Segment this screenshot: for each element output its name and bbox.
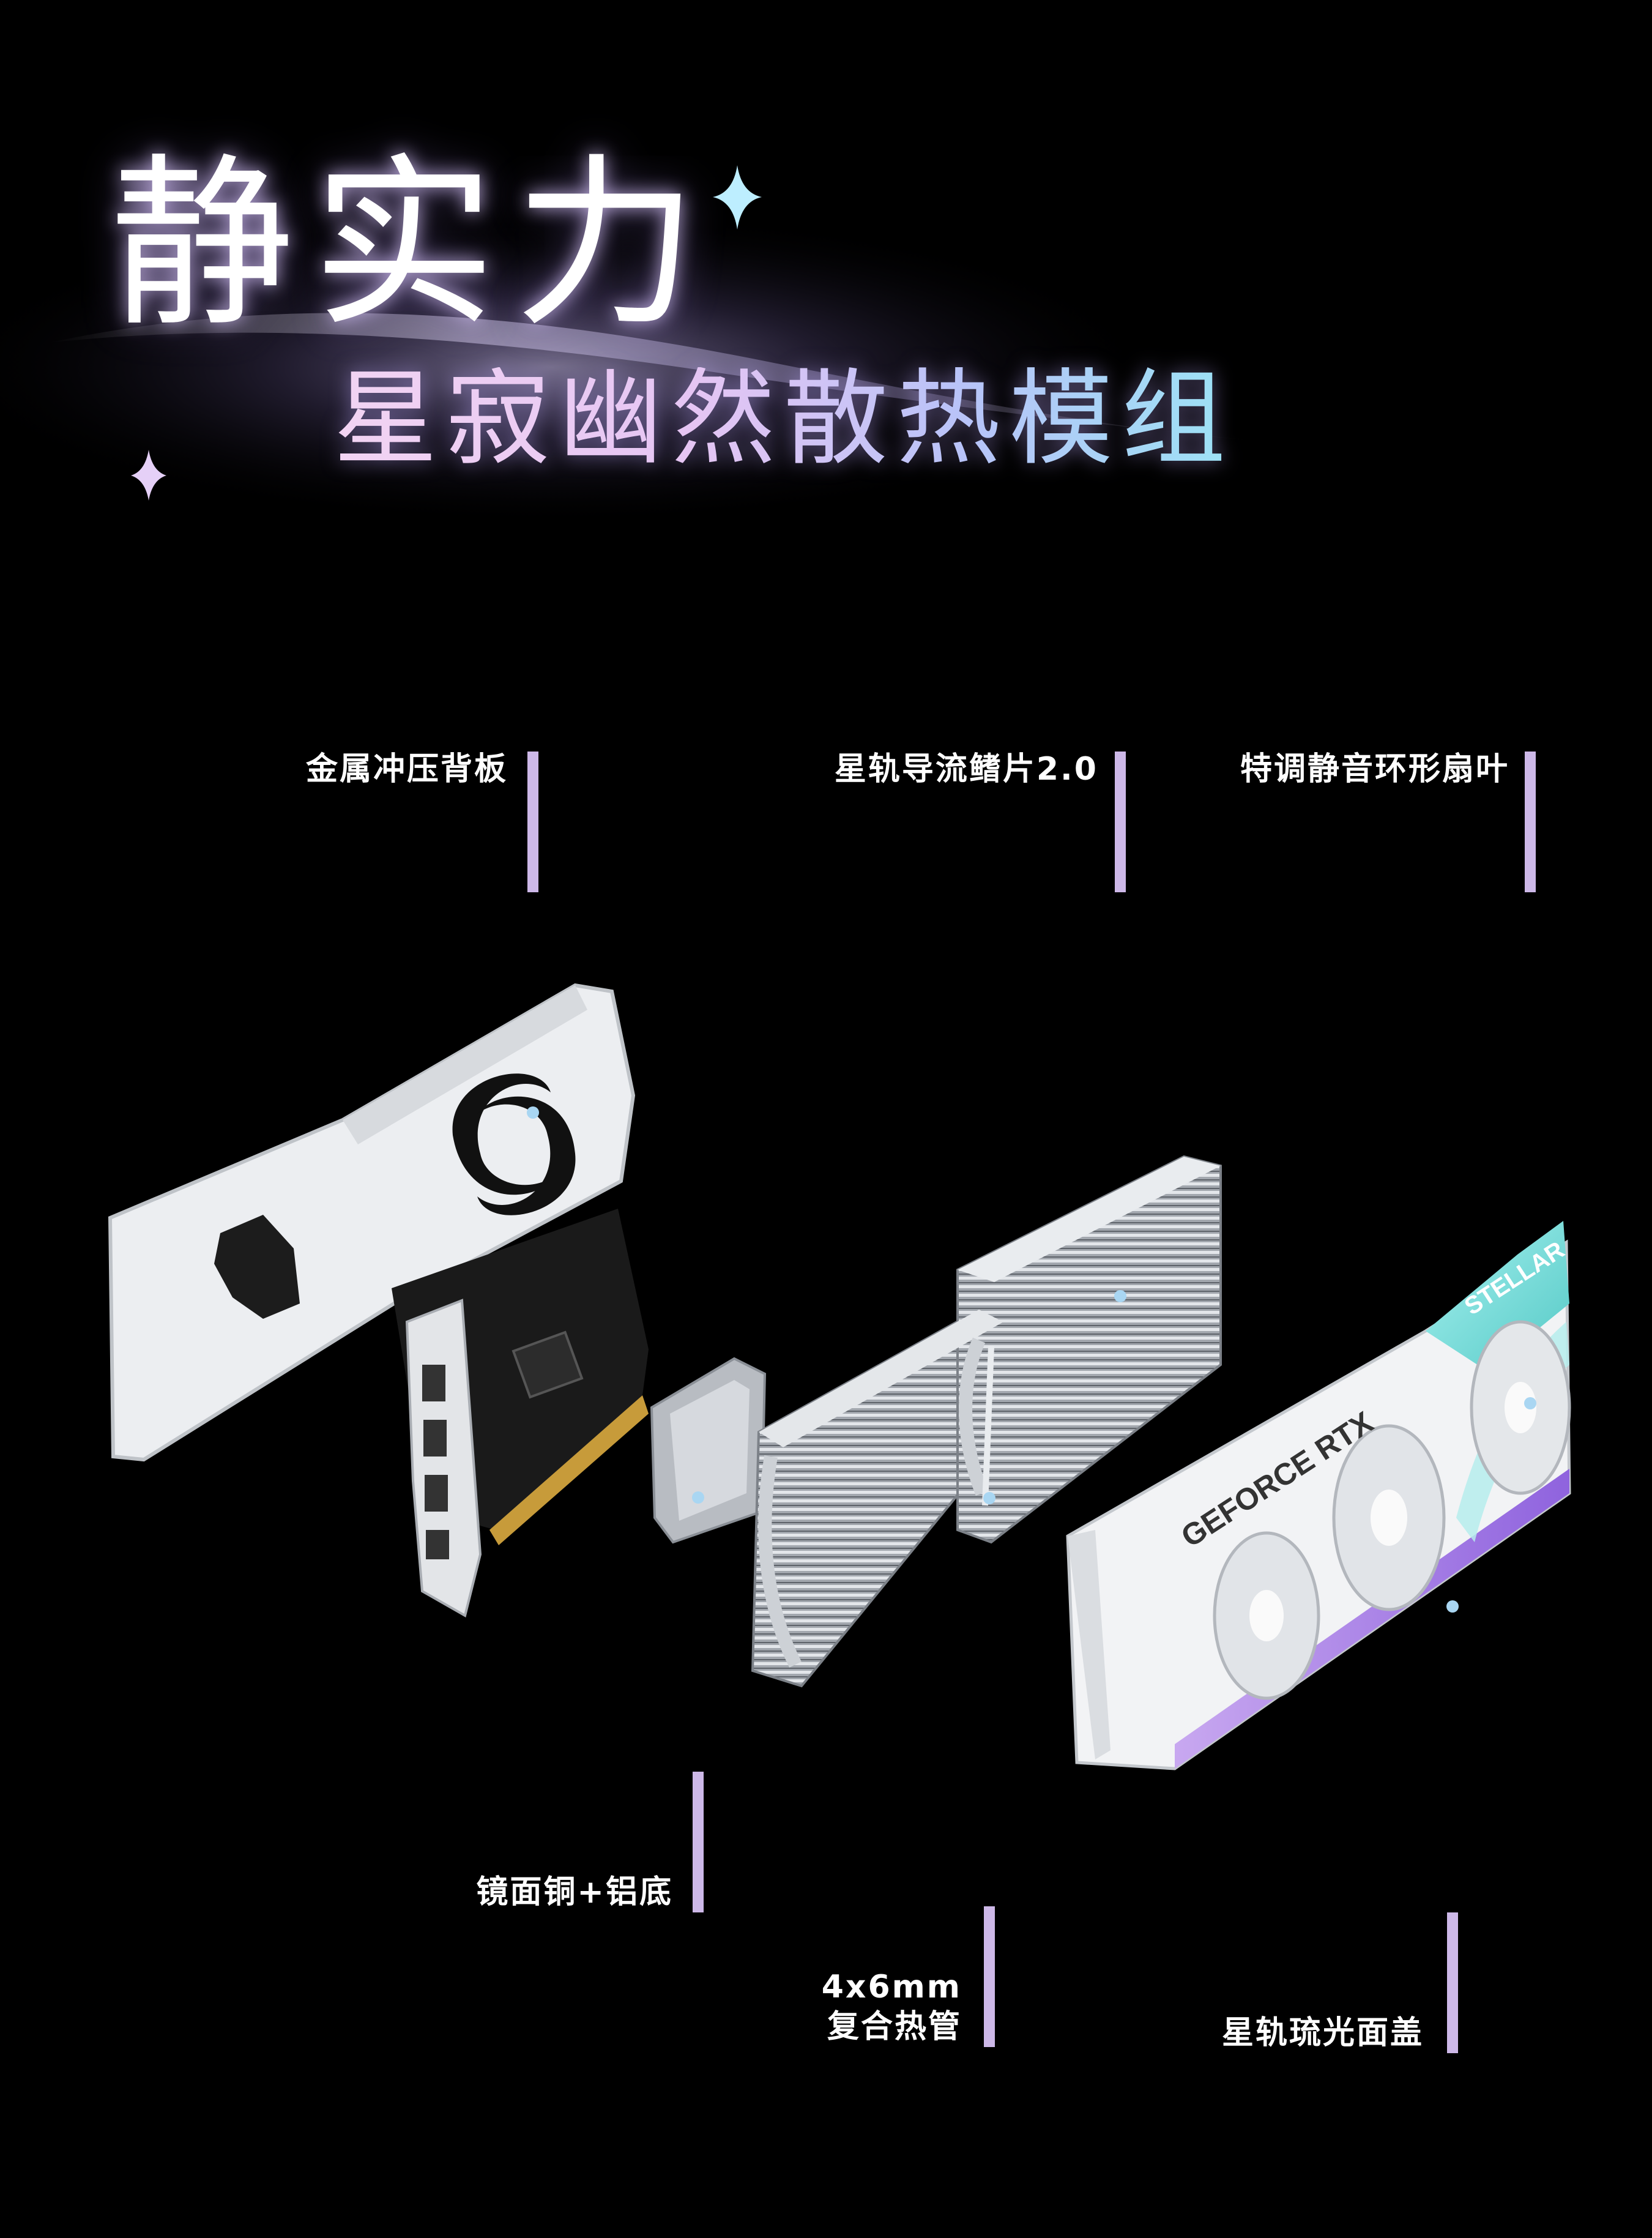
mirror-copper-aluminum-base [650,1357,767,1544]
label-backplate: 金属冲压背板 [305,751,508,788]
fan-icon [1332,1424,1446,1611]
label-base: 镜面铜+铝底 [476,1874,673,1911]
label-fan-blades: 特调静音环形扇叶 [1240,751,1509,788]
callout-lines [527,752,1536,2053]
swirl-logo-icon [452,1073,576,1215]
metal-backplate [108,983,636,1462]
page-title: 静实力 [110,138,716,351]
label-heatpipe-line2: 复合热管 [827,2009,962,2045]
label-shroud: 星轨琉光面盖 [1221,2015,1424,2051]
label-heatpipe: 4x6mm 复合热管 [822,1968,962,2047]
label-fins: 星轨导流鳍片2.0 [834,751,1098,788]
fan-icon [1470,1320,1571,1495]
fan-icon [1213,1531,1320,1700]
composite-heat-pipes [758,1337,994,1668]
stellar-shroud: GEFORCE RTX STELLAR [1066,1221,1571,1770]
sparkle-star-icon [131,450,166,501]
label-heatpipe-line1: 4x6mm [821,1969,962,2005]
title-glow [0,208,1254,526]
page-subtitle: 星寂幽然散热模组 [333,359,1235,480]
graphics-card-pcb [392,1209,649,1618]
sparkle-star-icon [713,165,762,229]
heatsink-fin-stack [751,1155,1222,1688]
